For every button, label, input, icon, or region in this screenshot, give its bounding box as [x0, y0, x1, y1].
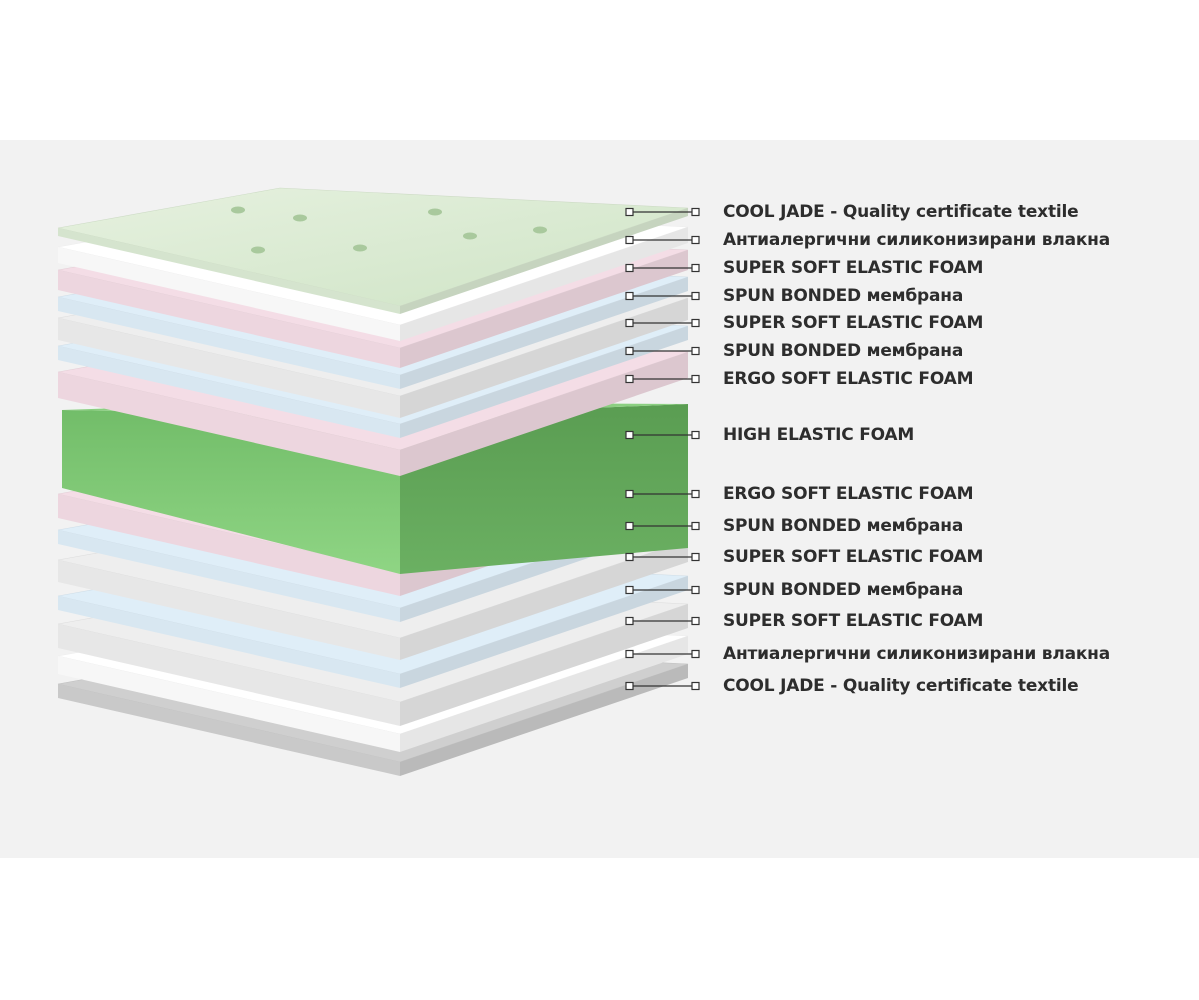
layer-side-face: [400, 540, 688, 660]
layer-side-face: [400, 604, 688, 726]
quilt-dot-1: [231, 206, 245, 214]
layer-slab-1: [57, 187, 689, 314]
leader-start-marker: [625, 207, 634, 217]
layer-label-9: ERGO SOFT ELASTIC FOAM: [723, 484, 974, 504]
leader-end-marker: [691, 346, 700, 356]
layer-front-face: [58, 684, 400, 776]
leader-start-marker: [625, 291, 634, 301]
leader-start-marker: [625, 430, 634, 440]
layer-label-11: SUPER SOFT ELASTIC FOAM: [723, 547, 984, 567]
leader-end-marker: [691, 430, 700, 440]
layer-side-face: [400, 277, 688, 389]
leader-start-marker: [625, 521, 634, 531]
layer-side-face: [400, 298, 688, 418]
layer-label-13: SUPER SOFT ELASTIC FOAM: [723, 611, 984, 631]
quilt-dot-4: [463, 232, 477, 240]
quilt-dot-5: [533, 226, 547, 234]
layer-label-6: SPUN BONDED мембрана: [723, 341, 964, 361]
leader-end-marker: [691, 318, 700, 328]
layer-front-face: [58, 228, 400, 314]
layer-front-face: [58, 297, 400, 389]
leader-end-marker: [691, 552, 700, 562]
leader-start-marker: [625, 489, 634, 499]
layer-front-face: [58, 494, 400, 596]
quilt-dot-6: [353, 244, 367, 252]
leader-end-marker: [691, 681, 700, 691]
leader-end-marker: [691, 374, 700, 384]
leader-start-marker: [625, 681, 634, 691]
layer-front-face: [58, 318, 400, 418]
leader-end-marker: [691, 521, 700, 531]
leader-end-marker: [691, 235, 700, 245]
leader-end-marker: [691, 585, 700, 595]
leader-start-marker: [625, 649, 634, 659]
leader-end-marker: [691, 263, 700, 273]
layer-label-4: SPUN BONDED мембрана: [723, 286, 964, 306]
layer-label-3: SUPER SOFT ELASTIC FOAM: [723, 258, 984, 278]
leader-end-marker: [691, 207, 700, 217]
leader-end-marker: [691, 291, 700, 301]
leader-end-marker: [691, 616, 700, 626]
layer-label-10: SPUN BONDED мембрана: [723, 516, 964, 536]
quilt-dot-3: [428, 208, 442, 216]
leader-end-marker: [691, 649, 700, 659]
layer-front-face: [58, 624, 400, 726]
leader-start-marker: [625, 318, 634, 328]
layer-side-face: [400, 664, 688, 776]
layer-label-12: SPUN BONDED мембрана: [723, 580, 964, 600]
layer-front-face: [58, 560, 400, 660]
layer-side-face: [400, 208, 688, 314]
leader-start-marker: [625, 552, 634, 562]
leader-start-marker: [625, 616, 634, 626]
leader-start-marker: [625, 235, 634, 245]
leader-start-marker: [625, 346, 634, 356]
layer-side-face: [400, 636, 688, 752]
layer-label-5: SUPER SOFT ELASTIC FOAM: [723, 313, 984, 333]
layer-front-face: [58, 372, 400, 476]
quilt-dot-7: [251, 246, 265, 254]
layer-side-face: [400, 227, 688, 341]
layer-front-face: [58, 270, 400, 368]
layer-label-8: HIGH ELASTIC FOAM: [723, 425, 915, 445]
layer-side-face: [400, 326, 688, 438]
layer-front-face: [58, 596, 400, 688]
layer-label-7: ERGO SOFT ELASTIC FOAM: [723, 369, 974, 389]
layer-side-face: [400, 250, 688, 368]
layer-side-face: [400, 576, 688, 688]
layer-front-face: [58, 247, 400, 341]
layer-label-15: COOL JADE - Quality certificate textile: [723, 676, 1079, 696]
layer-side-face: [400, 352, 688, 476]
leader-start-marker: [625, 585, 634, 595]
leader-start-marker: [625, 263, 634, 273]
layer-front-face: [58, 530, 400, 622]
quilt-dot-2: [293, 214, 307, 222]
leader-start-marker: [625, 374, 634, 384]
layer-label-14: Антиалергични силиконизирани влакна: [723, 644, 1110, 664]
layer-label-2: Антиалергични силиконизирани влакна: [723, 230, 1110, 250]
layer-front-face: [58, 346, 400, 438]
layer-front-face: [58, 656, 400, 752]
leader-end-marker: [691, 489, 700, 499]
layer-label-1: COOL JADE - Quality certificate textile: [723, 202, 1079, 222]
